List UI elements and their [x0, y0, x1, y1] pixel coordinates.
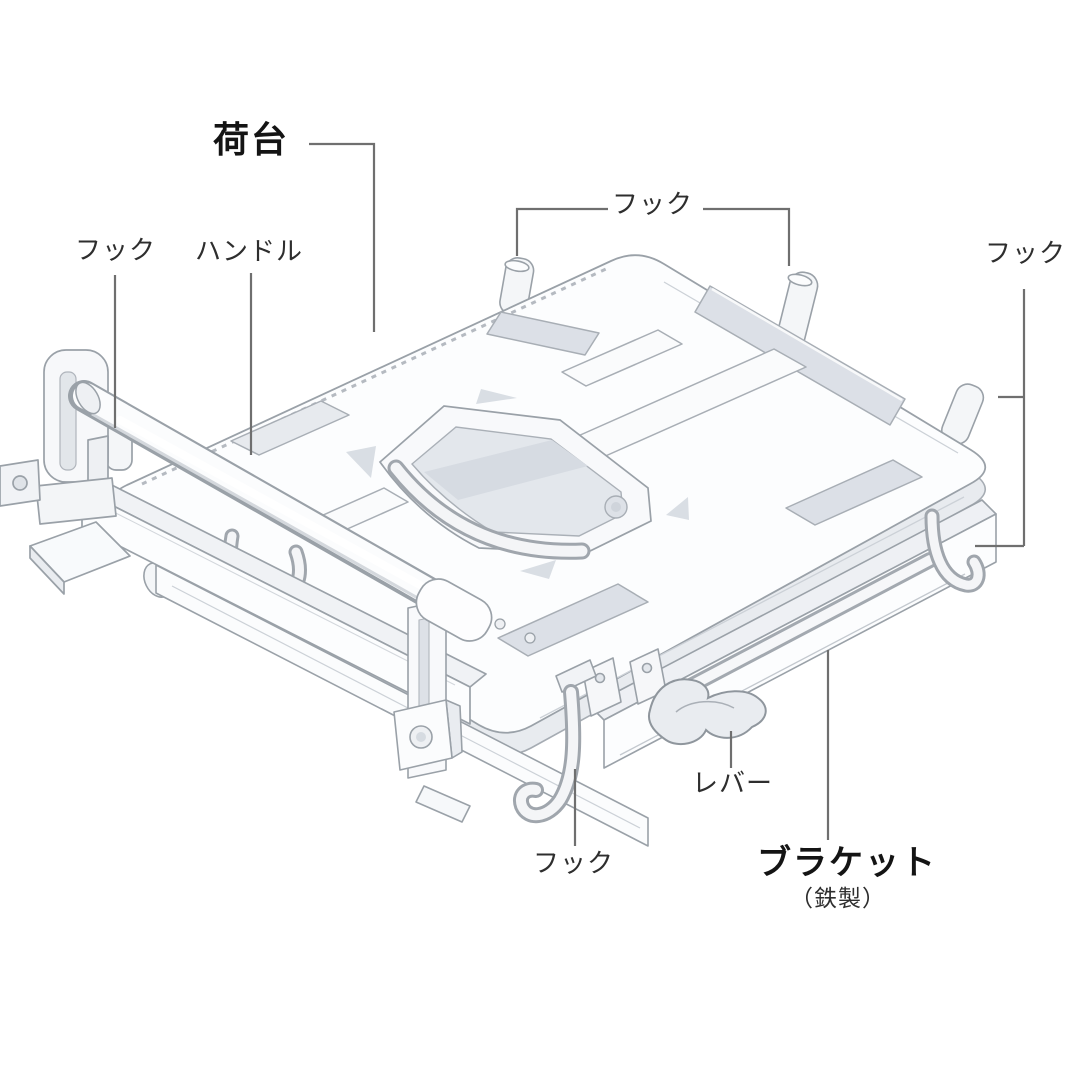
leader-bed	[309, 142, 376, 332]
opening-shade	[424, 440, 588, 500]
label-handle: ハンドル	[195, 236, 304, 266]
lock-lever	[648, 678, 767, 746]
leader-lines	[113, 142, 1026, 846]
leader-hook-top-right	[703, 207, 791, 266]
label-bracket-material: （鉄製）	[790, 885, 886, 911]
slot-top-right	[694, 285, 906, 426]
handle-end-cap	[415, 578, 493, 642]
platform-notches	[346, 389, 689, 579]
slot-left-upper	[230, 400, 350, 456]
hook-right-lower	[924, 508, 986, 593]
label-bracket: ブラケット	[757, 844, 937, 882]
bracket-foot	[415, 785, 471, 823]
slot-middle-short	[561, 329, 683, 387]
label-bed: 荷台	[213, 119, 290, 160]
leader-hook-top-left	[515, 207, 608, 256]
label-hook-bottom: フック	[533, 848, 615, 878]
left-clamp-bracket	[0, 349, 133, 595]
handle-bar	[68, 380, 493, 642]
slot-top-left	[486, 311, 600, 356]
slot-right	[785, 459, 923, 526]
label-hook-right: フック	[985, 238, 1067, 268]
center-bracket	[393, 599, 597, 823]
label-hook-left: フック	[75, 235, 157, 265]
center-opening	[378, 405, 652, 560]
platform-slots	[230, 285, 923, 657]
hook-bottom-part	[513, 684, 582, 823]
label-lever: レバー	[692, 768, 774, 798]
label-hook-top: フック	[612, 189, 694, 219]
